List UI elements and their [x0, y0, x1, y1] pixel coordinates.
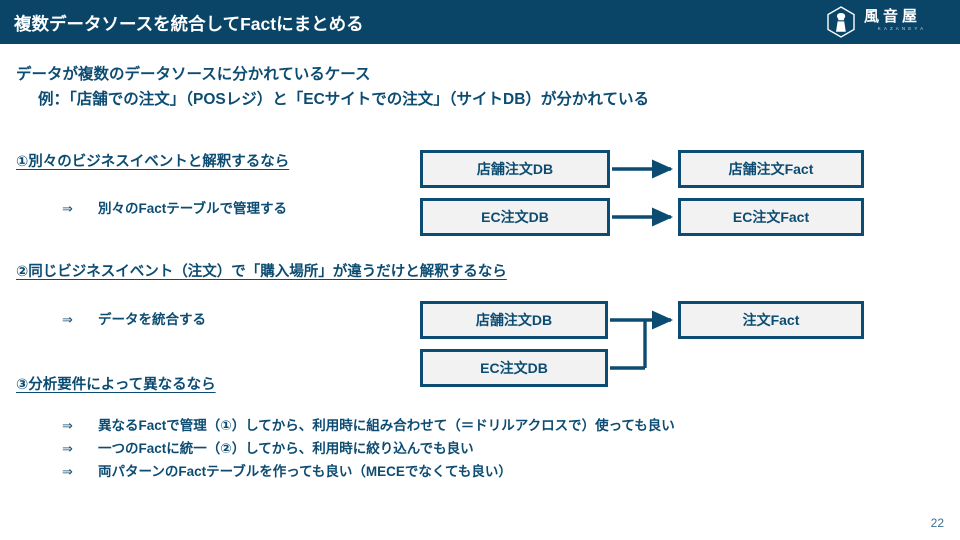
diagram-1-source-box-1: 店舗注文DB: [420, 150, 610, 188]
section-heading-2: ②同じビジネスイベント（注文）で「購入場所」が違うだけと解釈するなら: [16, 264, 507, 280]
section-3-bullet-2: ⇒ 一つのFactに統一（②）してから、利用時に絞り込んでも良い: [62, 437, 474, 457]
brand-name-jp: 風音屋: [864, 8, 922, 25]
section-3-bullet-3-label: 両パターンのFactテーブルを作っても良い（MECEでなくても良い）: [98, 464, 512, 479]
kazaneya-hexagon-logo-icon: [824, 5, 858, 39]
diagram-2-target-box: 注文Fact: [678, 301, 864, 339]
section-3-bullet-2-label: 一つのFactに統一（②）してから、利用時に絞り込んでも良い: [98, 441, 474, 456]
section-1-bullet: ⇒ 別々のFactテーブルで管理する: [62, 197, 287, 217]
double-arrow-icon: ⇒: [62, 464, 73, 479]
diagram-2-merge-connector: [610, 310, 674, 370]
diagram-1-target-box-1: 店舗注文Fact: [678, 150, 864, 188]
diagram-1-source-box-2: EC注文DB: [420, 198, 610, 236]
lead-line-1: データが複数のデータソースに分かれているケース: [16, 66, 371, 83]
section-heading-3: ③分析要件によって異なるなら: [16, 377, 216, 393]
lead-line-2: 例：「店舗での注文」（POSレジ）と「ECサイトでの注文」（サイトDB）が分かれ…: [38, 91, 649, 108]
diagram-2-source-box-2: EC注文DB: [420, 349, 608, 387]
slide-header: 複数データソースを統合してFactにまとめる 風音屋 KAZANEYA: [0, 0, 960, 44]
double-arrow-icon: ⇒: [62, 201, 73, 216]
brand-name-en: KAZANEYA: [877, 26, 927, 31]
brand-logo: 風音屋 KAZANEYA: [824, 4, 944, 40]
section-2-bullet-label: データを統合する: [98, 312, 206, 327]
diagram-2-source-box-1: 店舗注文DB: [420, 301, 608, 339]
lead-text: データが複数のデータソースに分かれているケース 例：「店舗での注文」（POSレジ…: [16, 62, 649, 112]
section-3-bullet-1: ⇒ 異なるFactで管理（①）してから、利用時に組み合わせて（＝ドリルアクロスで）…: [62, 414, 675, 434]
double-arrow-icon: ⇒: [62, 418, 73, 433]
section-3-bullet-3: ⇒ 両パターンのFactテーブルを作っても良い（MECEでなくても良い）: [62, 460, 512, 480]
brand-logo-text: 風音屋 KAZANEYA: [864, 8, 944, 32]
page-number: 22: [930, 516, 944, 530]
section-3-bullet-1-label: 異なるFactで管理（①）してから、利用時に組み合わせて（＝ドリルアクロスで）使…: [98, 418, 675, 433]
double-arrow-icon: ⇒: [62, 312, 73, 327]
section-1-bullet-label: 別々のFactテーブルで管理する: [98, 201, 287, 216]
section-heading-1: ①別々のビジネスイベントと解釈するなら: [16, 154, 290, 170]
diagram-1-target-box-2: EC注文Fact: [678, 198, 864, 236]
page-title: 複数データソースを統合してFactにまとめる: [14, 14, 364, 34]
section-2-bullet: ⇒ データを統合する: [62, 308, 206, 328]
double-arrow-icon: ⇒: [62, 441, 73, 456]
